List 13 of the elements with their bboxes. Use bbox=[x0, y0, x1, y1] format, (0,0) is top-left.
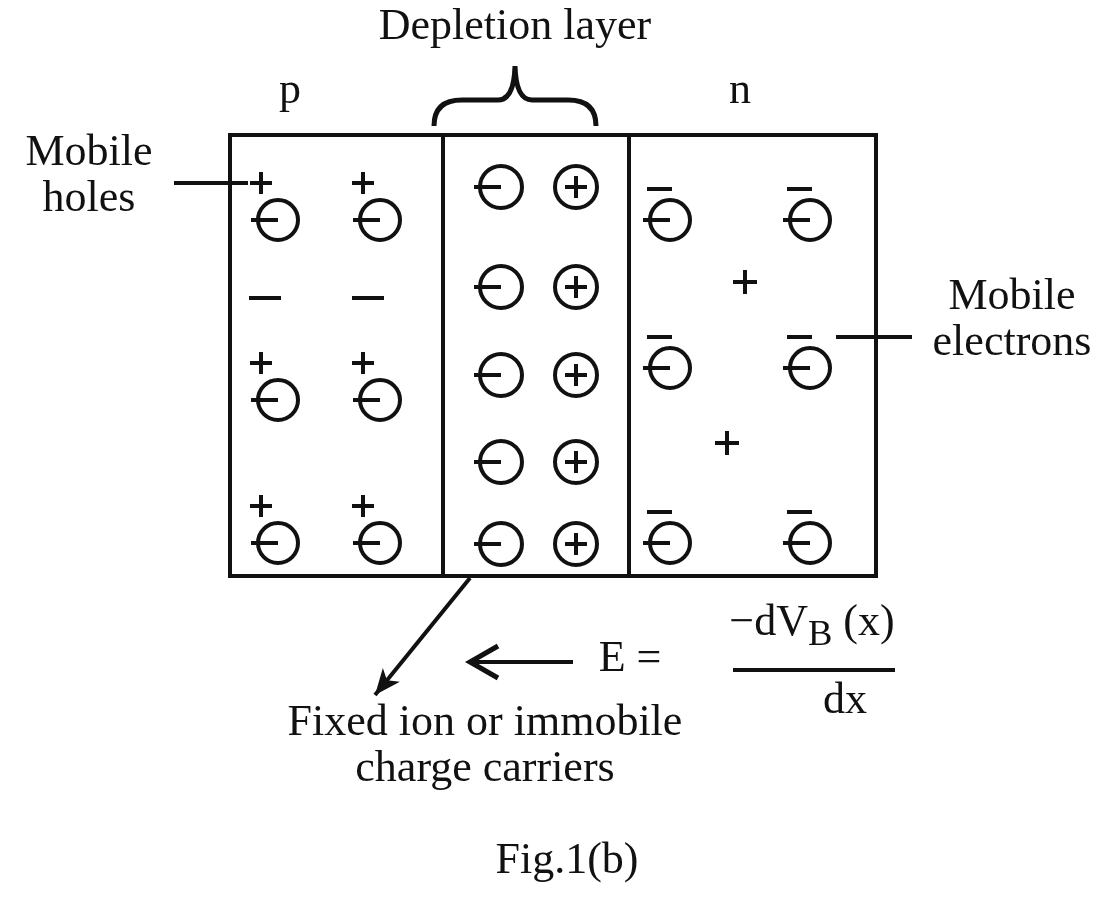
figure-caption: Fig.1(b) bbox=[494, 836, 640, 883]
callout-label: Mobile electrons bbox=[912, 272, 1112, 365]
region-heading: Depletion layer bbox=[377, 2, 653, 49]
leader-line bbox=[836, 335, 912, 339]
region-label: n bbox=[728, 66, 752, 113]
equation-text: E = bbox=[597, 634, 663, 681]
equation-numerator: −dV$_{B}$ (x) bbox=[728, 598, 896, 653]
arrow bbox=[373, 576, 472, 697]
equation-denominator: dx bbox=[822, 676, 868, 723]
callout-label: Fixed ion or immobile charge carriers bbox=[250, 698, 720, 791]
region-label: p bbox=[278, 66, 302, 113]
leader-line bbox=[174, 181, 248, 185]
callout-label: Mobile holes bbox=[4, 128, 174, 221]
